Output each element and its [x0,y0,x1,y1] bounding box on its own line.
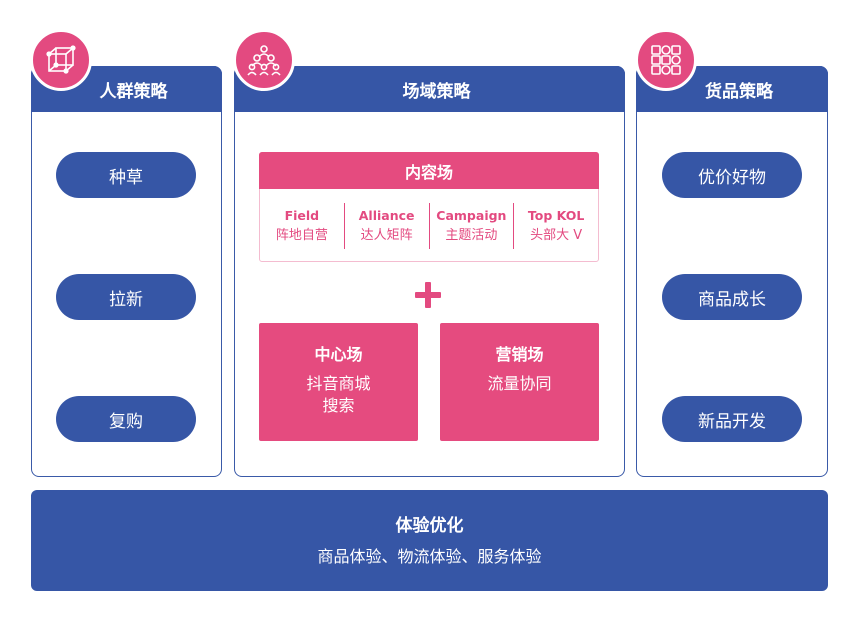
experience-bar: 体验优化 商品体验、物流体验、服务体验 [31,490,828,591]
column-en-label: Top KOL [527,208,585,223]
marketing-field-line1: 流量协同 [487,374,552,393]
marketing-field-title: 营销场 [495,345,544,364]
column-en-label: Field [284,208,320,223]
content-column-campaign: Campaign 主题活动 [428,203,514,249]
experience-desc: 商品体验、物流体验、服务体验 [317,546,542,566]
column-zh-label: 阵地自营 [275,228,328,243]
marketing-field-box: 营销场 流量协同 [440,323,599,441]
center-field-line1: 抖音商城 [306,374,371,393]
product-grid-icon [635,29,697,91]
cube-icon [30,29,92,91]
crowd-item-repurchase: 复购 [56,396,196,442]
content-column-top-kol: Top KOL 头部大 V [513,203,598,249]
column-zh-label: 主题活动 [445,228,498,243]
plus-icon [413,280,443,310]
column-zh-label: 达人矩阵 [360,228,413,243]
field-strategy-header: 场域策略 [234,66,625,112]
content-field-box: 内容场 Field 阵地自营 Alliance 达人矩阵 Campaign 主题… [259,152,599,262]
goods-item-new-dev: 新品开发 [662,396,802,442]
column-zh-label: 头部大 V [530,228,583,243]
goods-item-growth: 商品成长 [662,274,802,320]
field-strategy-title: 场域策略 [402,81,471,102]
center-field-box: 中心场 抖音商城 搜索 [259,323,418,441]
content-column-alliance: Alliance 达人矩阵 [343,203,429,249]
column-en-label: Campaign [436,208,507,223]
experience-title: 体验优化 [395,515,464,536]
content-field-title: 内容场 [259,152,599,189]
crowd-strategy-title: 人群策略 [99,81,168,102]
crowd-item-acquisition: 拉新 [56,274,196,320]
center-field-title: 中心场 [314,345,363,364]
crowd-item-seeding: 种草 [56,152,196,198]
group-people-icon [233,29,295,91]
center-field-line2: 搜索 [322,396,355,415]
goods-strategy-title: 货品策略 [705,81,773,102]
content-column-field: Field 阵地自营 [260,203,344,249]
column-en-label: Alliance [358,208,415,223]
goods-item-value: 优价好物 [662,152,802,198]
content-field-columns: Field 阵地自营 Alliance 达人矩阵 Campaign 主题活动 T… [260,203,598,249]
